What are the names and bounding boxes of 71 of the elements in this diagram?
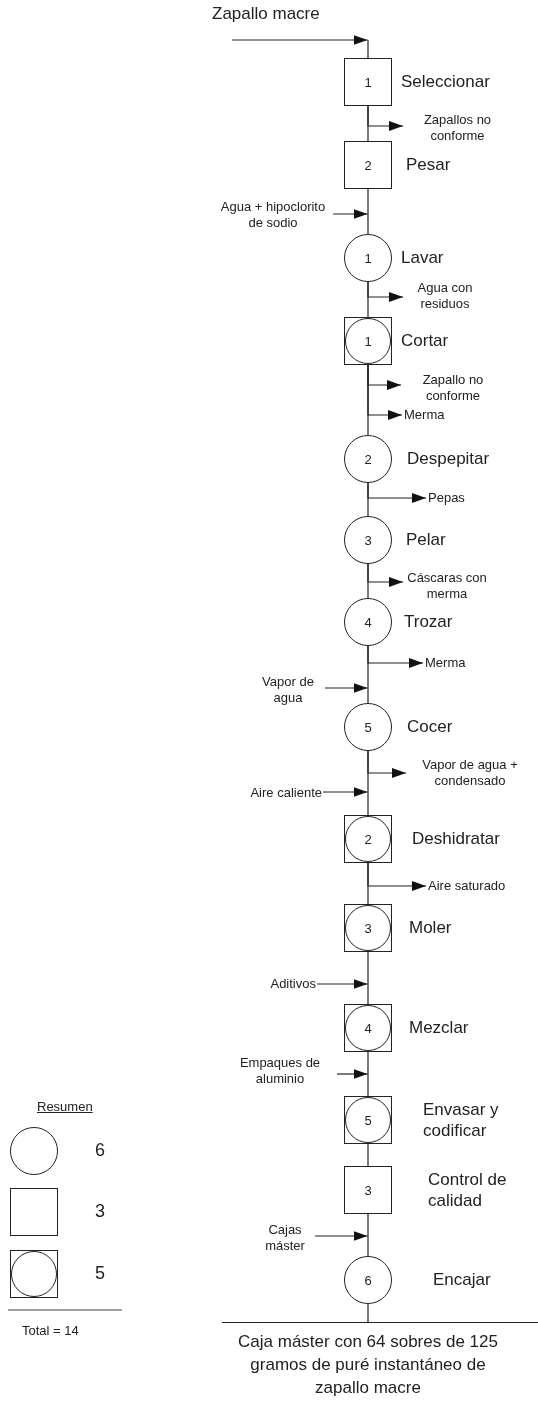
step-label: Cortar	[401, 330, 449, 352]
flow-line	[367, 188, 369, 235]
step-number: 2	[364, 158, 372, 172]
arrow	[231, 35, 369, 45]
input-label: Vapor de agua	[252, 674, 324, 706]
flow-line	[367, 951, 369, 1005]
input-label: Aditivos	[240, 976, 316, 992]
input-label: Cajas máster	[256, 1222, 314, 1254]
output-label: Cáscaras con merma	[405, 570, 489, 602]
arrow	[322, 787, 369, 797]
step-number: 3	[364, 533, 372, 547]
step-label: Moler	[409, 917, 452, 939]
legend-total: Total = 14	[22, 1323, 79, 1338]
arrow	[332, 209, 369, 219]
step-label: Pelar	[406, 529, 446, 551]
legend-count: 5	[95, 1263, 105, 1284]
step-number: 3	[364, 1183, 372, 1197]
step-label: Despepitar	[407, 448, 490, 470]
legend-count: 6	[95, 1140, 105, 1161]
flow-line	[367, 1051, 369, 1097]
step-label: Pesar	[406, 154, 451, 176]
step-label: Trozar	[404, 611, 453, 633]
flow-line	[367, 1143, 369, 1167]
output-label: Zapallos no conforme	[405, 112, 510, 144]
output-label: Agua con residuos	[405, 280, 485, 312]
input-label: Aire caliente	[224, 785, 322, 801]
step-number: 6	[364, 1273, 372, 1287]
output-label: Vapor de agua + condensado	[408, 757, 532, 789]
legend-count: 3	[95, 1201, 105, 1222]
output-label: Merma	[404, 407, 445, 423]
output-label: Zapallo no conforme	[403, 372, 503, 404]
step-label: Mezclar	[409, 1017, 469, 1039]
arrow	[367, 750, 407, 778]
arrow	[367, 364, 403, 420]
step-number: 5	[364, 1113, 372, 1127]
input-label: Empaques de aluminio	[224, 1055, 336, 1087]
output-label: Pepas	[428, 490, 465, 506]
arrow	[367, 645, 424, 668]
arrow	[324, 683, 369, 693]
step-label: Control de calidad	[428, 1168, 508, 1212]
arrow	[336, 1069, 369, 1079]
arrow	[314, 1231, 369, 1241]
step-label: Deshidratar	[412, 828, 500, 850]
step-number: 4	[364, 615, 372, 629]
step-label: Cocer	[407, 716, 453, 738]
flow-line	[367, 1213, 369, 1257]
step-number: 1	[364, 334, 372, 348]
step-number: 2	[364, 832, 372, 846]
legend-title: Resumen	[37, 1099, 93, 1114]
step-number: 3	[364, 921, 372, 935]
step-number: 1	[364, 75, 372, 89]
arrow	[367, 281, 404, 302]
step-label: Envasar y codificar	[423, 1098, 500, 1142]
arrow	[367, 105, 404, 131]
step-number: 5	[364, 720, 372, 734]
flow-line	[367, 1303, 369, 1323]
arrow	[367, 482, 427, 503]
input-label: Agua + hipoclorito de sodio	[214, 199, 332, 231]
step-label: Seleccionar	[401, 71, 490, 93]
step-label: Encajar	[433, 1269, 491, 1291]
step-number: 1	[364, 251, 372, 265]
product-label: Caja máster con 64 sobres de 125 gramos de puré instantáneo de zapallo macre	[222, 1322, 538, 1400]
output-label: Aire saturado	[428, 878, 506, 894]
step-label: Lavar	[401, 247, 444, 269]
arrow	[316, 979, 369, 989]
step-number: 2	[364, 452, 372, 466]
step-number: 4	[364, 1021, 372, 1035]
output-label: Merma	[425, 655, 466, 671]
arrow	[367, 563, 404, 587]
input-label: Zapallo macre	[212, 4, 352, 40]
arrow	[367, 862, 427, 891]
